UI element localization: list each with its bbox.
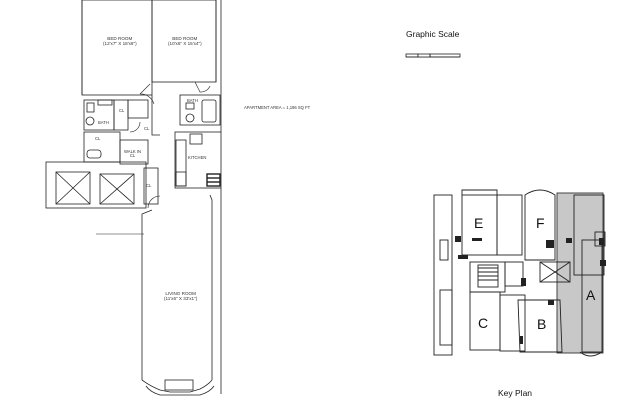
unit-e-label: E [474, 215, 484, 231]
unit-f-label: F [536, 215, 545, 231]
living-room-left-wall [141, 209, 153, 380]
closet-2-label: CL [144, 126, 150, 131]
unit-c-label: C [478, 315, 489, 331]
closet-1-label: CL [119, 108, 125, 113]
key-plan-title: Key Plan [498, 388, 533, 398]
living-room-dims: (11'x6" X 33'x1") [164, 295, 198, 301]
walk-in-walls [119, 139, 149, 165]
bath-1-walls [83, 99, 115, 131]
closet-4-label: CL [146, 183, 152, 188]
bedroom-1-dims: (12'x7" X 18'x6") [103, 40, 137, 46]
graphic-scale-title: Graphic Scale [406, 29, 460, 39]
bedroom-2-dims: (10'x6" X 15'x4") [168, 40, 202, 46]
walk-in-label: WALK IN CL [124, 149, 142, 159]
apartment-area-label: APARTMENT AREA = 1,196 SQ FT [244, 105, 311, 110]
bath-1-label: BATH [98, 120, 109, 125]
bedroom-1-name: BED ROOM [107, 36, 133, 41]
unit-a-label: A [586, 287, 596, 303]
unit-b-label: B [537, 316, 547, 332]
elevator-block [45, 161, 147, 209]
bath-2-label: BATH [187, 98, 198, 103]
walk-in-name: WALK IN [124, 149, 142, 154]
walk-in-closet: CL [129, 153, 136, 159]
bedroom-1-label: BED ROOM (12'x7" X 18'x6") [103, 36, 137, 46]
bedroom-2-label: BED ROOM (10'x6" X 15'x4") [168, 36, 202, 46]
key-plan-drawing [433, 189, 606, 357]
bay-window [141, 379, 213, 393]
bedroom-2-name: BED ROOM [172, 36, 198, 41]
bedroom-1-walls [81, 0, 153, 96]
kitchen-label: KITCHEN [188, 155, 207, 160]
closet-3-label: CL [95, 136, 101, 141]
graphic-scale-bar [405, 53, 461, 58]
living-room-name: LIVING ROOM [165, 291, 196, 296]
bath-2-walls [179, 94, 221, 126]
kitchen-walls [174, 131, 222, 189]
living-room-label: LIVING ROOM (11'x6" X 33'x1") [164, 291, 198, 301]
